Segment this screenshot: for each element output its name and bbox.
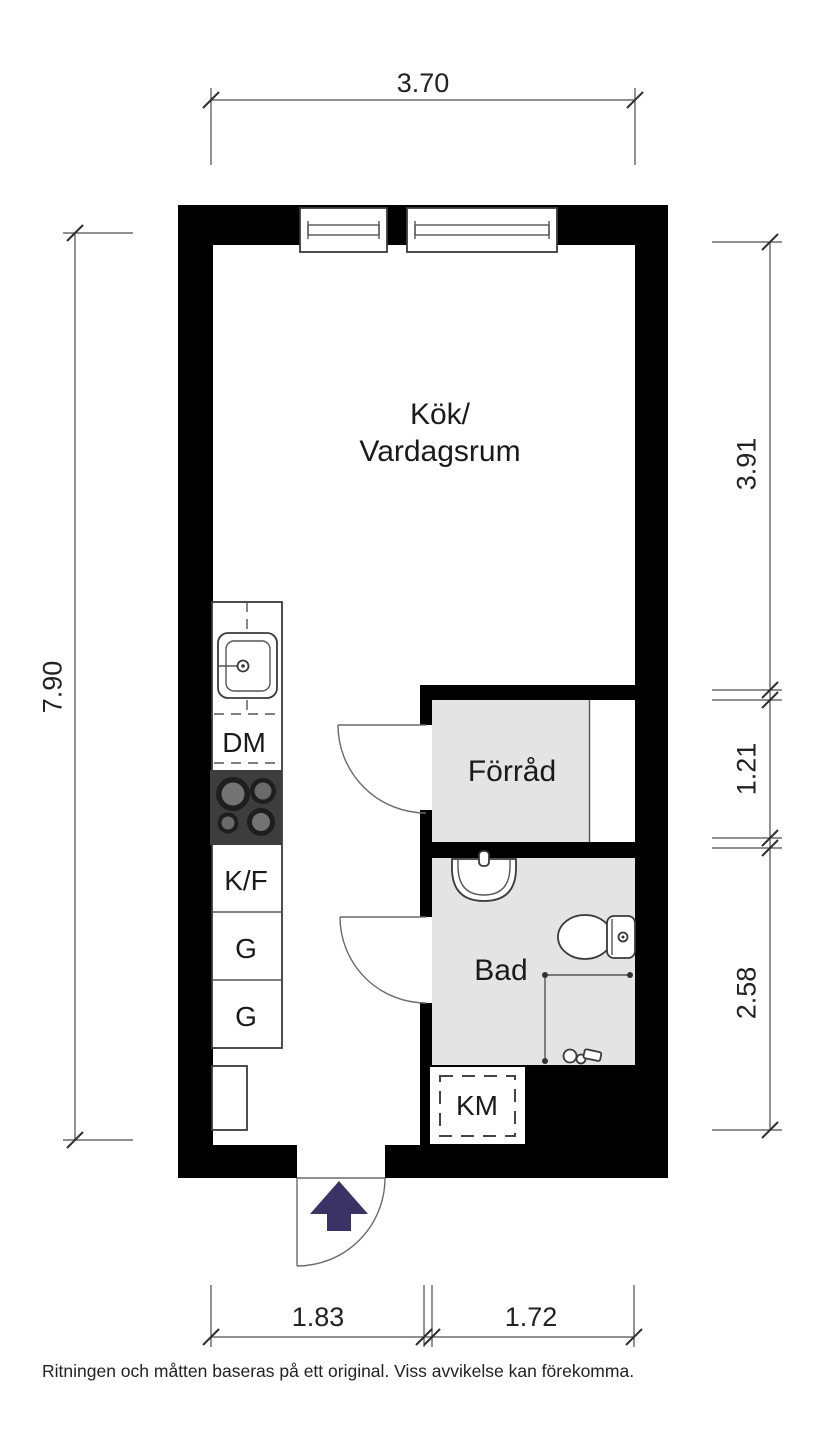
dim-bottom-right-value: 1.72 — [505, 1302, 558, 1332]
bathroom-door — [339, 916, 427, 1004]
walls — [178, 205, 668, 1178]
shower-mixer-icon — [562, 1048, 603, 1065]
room-label-storage: Förråd — [468, 755, 556, 788]
wall-storage-top — [420, 685, 668, 700]
dim-left-value: 7.90 — [37, 661, 67, 714]
bathroom-sink-icon — [451, 850, 517, 902]
shower-area — [542, 972, 633, 1065]
room-label-bathroom: Bad — [474, 954, 527, 987]
room-label-living-line2: Vardagsrum — [359, 435, 520, 468]
label-cabinet-lower: G — [235, 1001, 257, 1032]
storage-door — [337, 724, 427, 814]
window-right — [406, 207, 558, 253]
wall-bottom-right — [385, 1145, 668, 1178]
dim-bottom-left-value: 1.83 — [292, 1302, 345, 1332]
kitchen-sink-icon — [217, 632, 278, 699]
label-dishwasher: DM — [222, 727, 266, 758]
label-fridge-freezer: K/F — [224, 865, 268, 896]
dim-right-upper-value: 3.91 — [731, 438, 761, 491]
wall-bathroom-left-lower — [420, 1003, 432, 1067]
toilet-icon — [557, 914, 636, 960]
wall-storage-bathroom-divider — [420, 842, 668, 858]
washing-machine-niche — [430, 1067, 525, 1144]
entrance-arrow — [310, 1181, 368, 1231]
dimension-lines: 3.70 7.90 3.91 1.21 — [37, 68, 782, 1347]
dim-top-value: 3.70 — [397, 68, 450, 98]
label-cabinet-upper: G — [235, 933, 257, 964]
wall-bottom-left — [178, 1145, 297, 1178]
wall-storage-left-lower — [420, 810, 432, 842]
window-left — [299, 207, 388, 253]
wall-left — [178, 205, 213, 1178]
wall-storage-left-upper — [420, 685, 432, 725]
room-label-living-line1: Kök/ — [410, 398, 471, 431]
dim-bottom: 1.83 1.72 — [202, 1285, 643, 1347]
kitchen-end-cabinet — [211, 1065, 248, 1131]
entrance-door — [296, 1177, 386, 1267]
dim-right-middle-value: 1.21 — [731, 743, 761, 796]
dim-right: 3.91 1.21 2.58 — [712, 233, 782, 1139]
dim-right-lower-value: 2.58 — [731, 967, 761, 1020]
wall-bathroom-left-upper — [420, 858, 432, 917]
stove-icon — [210, 770, 282, 845]
dim-left: 7.90 — [37, 224, 133, 1149]
dim-top: 3.70 — [202, 68, 644, 165]
label-washing-machine: KM — [456, 1090, 498, 1121]
storage-floor — [432, 700, 589, 842]
disclaimer-text: Ritningen och måtten baseras på ett orig… — [42, 1361, 634, 1381]
